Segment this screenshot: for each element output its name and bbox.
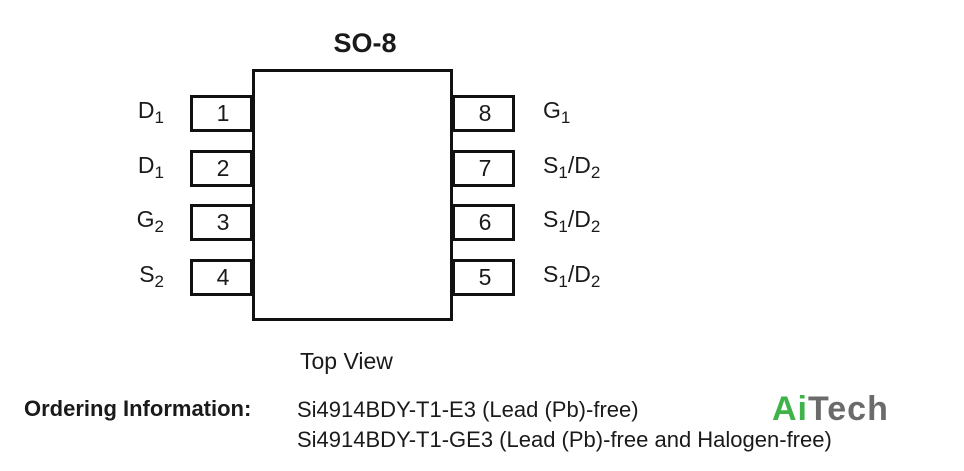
pin-3: 3 xyxy=(190,204,253,241)
aitech-logo: AiTech xyxy=(772,390,889,428)
ordering-line-2: Si4914BDY-T1-GE3 (Lead (Pb)-free and Hal… xyxy=(297,427,832,452)
pin-4: 4 xyxy=(190,259,253,296)
pin-4-label: S2 xyxy=(139,261,164,291)
pin-6-label: S1/D2 xyxy=(543,206,601,236)
pin-1: 1 xyxy=(190,95,253,132)
ordering-info-title: Ordering Information: xyxy=(24,396,252,421)
pin-number: 5 xyxy=(478,264,492,290)
pin-number: 2 xyxy=(216,155,230,181)
package-title: SO-8 xyxy=(333,28,397,58)
pin-number: 1 xyxy=(216,100,230,126)
view-caption: Top View xyxy=(300,348,393,374)
pin-7: 7 xyxy=(452,150,515,187)
pin-5: 5 xyxy=(452,259,515,296)
pin-number: 7 xyxy=(478,155,492,181)
pin-number: 6 xyxy=(478,209,492,235)
pin-5-label: S1/D2 xyxy=(543,261,601,291)
pin-8-label: G1 xyxy=(543,97,571,127)
pin-number: 4 xyxy=(216,264,230,290)
pin-1-label: D1 xyxy=(137,97,164,127)
ic-package-body xyxy=(252,69,453,321)
pin-number: 3 xyxy=(216,209,230,235)
pin-number: 8 xyxy=(478,100,492,126)
pin-2-label: D1 xyxy=(137,152,164,182)
pin-6: 6 xyxy=(452,204,515,241)
ordering-line-1: Si4914BDY-T1-E3 (Lead (Pb)-free) xyxy=(297,397,639,422)
pin-8: 8 xyxy=(452,95,515,132)
pin-7-label: S1/D2 xyxy=(543,152,601,182)
pin-2: 2 xyxy=(190,150,253,187)
pin-3-label: G2 xyxy=(136,206,164,236)
